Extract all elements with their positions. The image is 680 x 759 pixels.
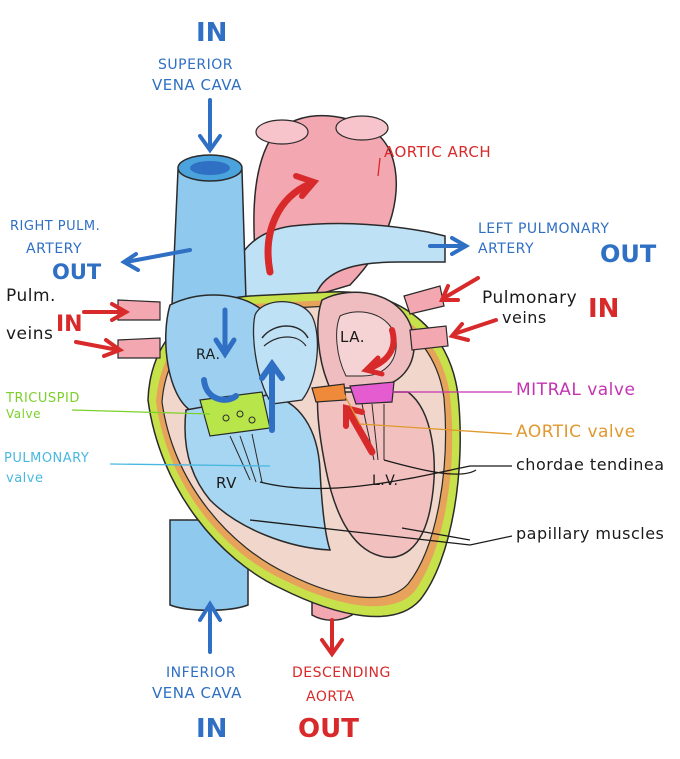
right-pulm-artery-label-2: ARTERY xyxy=(26,241,83,257)
ra-label: RA. xyxy=(196,347,221,363)
pulmonary-valve xyxy=(261,325,309,347)
pulm-veins-left-label-2: veins xyxy=(6,324,54,344)
superior-vena-cava-label-1: SUPERIOR xyxy=(158,57,234,73)
aortic-valve-label: AORTIC valve xyxy=(516,422,636,442)
pulm-veins-right-label-1: Pulmonary xyxy=(482,288,578,308)
pulm-veins-right-label-2: veins xyxy=(502,308,547,327)
left-pulm-artery-label-2: ARTERY xyxy=(478,241,535,257)
leader-lines xyxy=(71,157,513,546)
blue-flow-arrows xyxy=(120,98,471,654)
superior-vena-cava-label-2: VENA CAVA xyxy=(152,76,242,94)
pulmonary-veins-left xyxy=(117,299,161,359)
right-pulm-artery-label-1: RIGHT PULM. xyxy=(10,219,101,234)
red-flow-arrows xyxy=(74,173,498,658)
descending-out-label: OUT xyxy=(298,714,359,744)
tricuspid-label-2: Valve xyxy=(6,407,41,421)
pulmonary-veins-right xyxy=(403,285,449,351)
descending-aorta-label-1: DESCENDING xyxy=(292,665,391,681)
pulm-veins-left-label-1: Pulm. xyxy=(6,286,56,306)
rv-label: RV xyxy=(216,474,237,492)
pulmonary-valve-label-2: valve xyxy=(6,471,44,486)
papillary-label: papillary muscles xyxy=(516,524,665,543)
inferior-vena-cava-label-2: VENA CAVA xyxy=(152,684,242,702)
aortic-arch-label: AORTIC ARCH xyxy=(384,143,492,161)
inferior-vena-cava-label-1: INFERIOR xyxy=(166,665,237,681)
pulm-veins-right-in-label: IN xyxy=(588,294,620,324)
chordae-label: chordae tendinea xyxy=(516,455,665,474)
aortic-valve xyxy=(311,383,347,403)
lv-label: L.V. xyxy=(372,473,399,489)
inferior-in-label: IN xyxy=(196,714,228,744)
pulm-veins-left-in-label: IN xyxy=(56,312,83,337)
la-label: LA. xyxy=(340,328,365,346)
tricuspid-label-1: TRICUSPID xyxy=(6,391,80,406)
descending-aorta-label-2: AORTA xyxy=(306,689,355,705)
superior-vena-cava xyxy=(171,154,247,306)
mitral-valve-label: MITRAL valve xyxy=(516,380,636,400)
superior-in-label: IN xyxy=(196,18,228,48)
right-pulm-out-label: OUT xyxy=(52,260,102,284)
mitral-valve xyxy=(349,381,395,405)
left-pulm-artery-label-1: LEFT PULMONARY xyxy=(478,221,610,237)
pulmonary-valve-label-1: PULMONARY xyxy=(4,451,90,466)
left-pulm-out-label: OUT xyxy=(600,240,657,268)
left-ventricle xyxy=(316,391,435,558)
